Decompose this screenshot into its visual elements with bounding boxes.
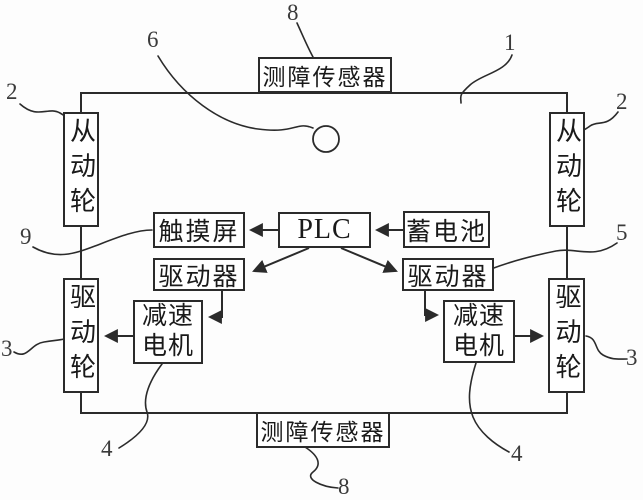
leader-line-3-right: [585, 335, 628, 360]
leader-line-3-left: [13, 338, 65, 355]
driven-wheel-right-box: 从动轮: [549, 112, 585, 227]
driven-wheel-left-box: 从动轮: [63, 112, 99, 227]
leader-line-8-bottom: [304, 446, 339, 489]
motor-left-box: 减速电机: [133, 300, 203, 364]
touchscreen-box: 触摸屏: [153, 212, 245, 248]
ref-1: 1: [504, 30, 516, 55]
obstacle-sensor-bottom-box: 测障传感器: [256, 412, 390, 448]
leader-line-5: [490, 242, 618, 270]
battery-box: 蓄电池: [403, 211, 490, 248]
ref-4-left: 4: [101, 436, 113, 461]
arrow-plc-to-driver-left: [252, 247, 310, 273]
ref-6: 6: [147, 27, 159, 52]
drive-wheel-right-box: 驱动轮: [548, 278, 585, 393]
arrow-driver-right-to-motor-right: [424, 291, 440, 322]
arrow-driver-left-to-motor-left: [207, 291, 223, 324]
ref-2-left: 2: [6, 79, 18, 104]
ref-8-bottom: 8: [338, 474, 350, 499]
ref-3-left: 3: [1, 336, 13, 361]
driver-right-box: 驱动器: [402, 258, 494, 291]
leader-line-8-top: [296, 22, 314, 58]
leader-line-4-right: [468, 362, 510, 453]
leader-line-9: [32, 229, 153, 256]
ref-3-right: 3: [626, 345, 638, 370]
driver-left-box: 驱动器: [153, 258, 245, 291]
leader-line-6: [157, 55, 314, 131]
arrow-plc-to-driver-right: [340, 247, 398, 273]
ref-4-right: 4: [511, 441, 523, 466]
caster-wheel-circle: [312, 125, 340, 153]
motor-right-box: 减速电机: [443, 300, 515, 363]
leader-line-1: [459, 54, 513, 104]
ref-5: 5: [616, 220, 628, 245]
plc-box: PLC: [278, 212, 371, 248]
drive-wheel-left-box: 驱动轮: [63, 278, 99, 393]
ref-9: 9: [20, 224, 32, 249]
obstacle-sensor-top-box: 测障传感器: [258, 57, 392, 93]
ref-2-right: 2: [616, 89, 628, 114]
chassis-frame-outline: [80, 92, 568, 414]
ref-8-top: 8: [287, 0, 299, 25]
leader-line-4-left: [118, 363, 163, 449]
